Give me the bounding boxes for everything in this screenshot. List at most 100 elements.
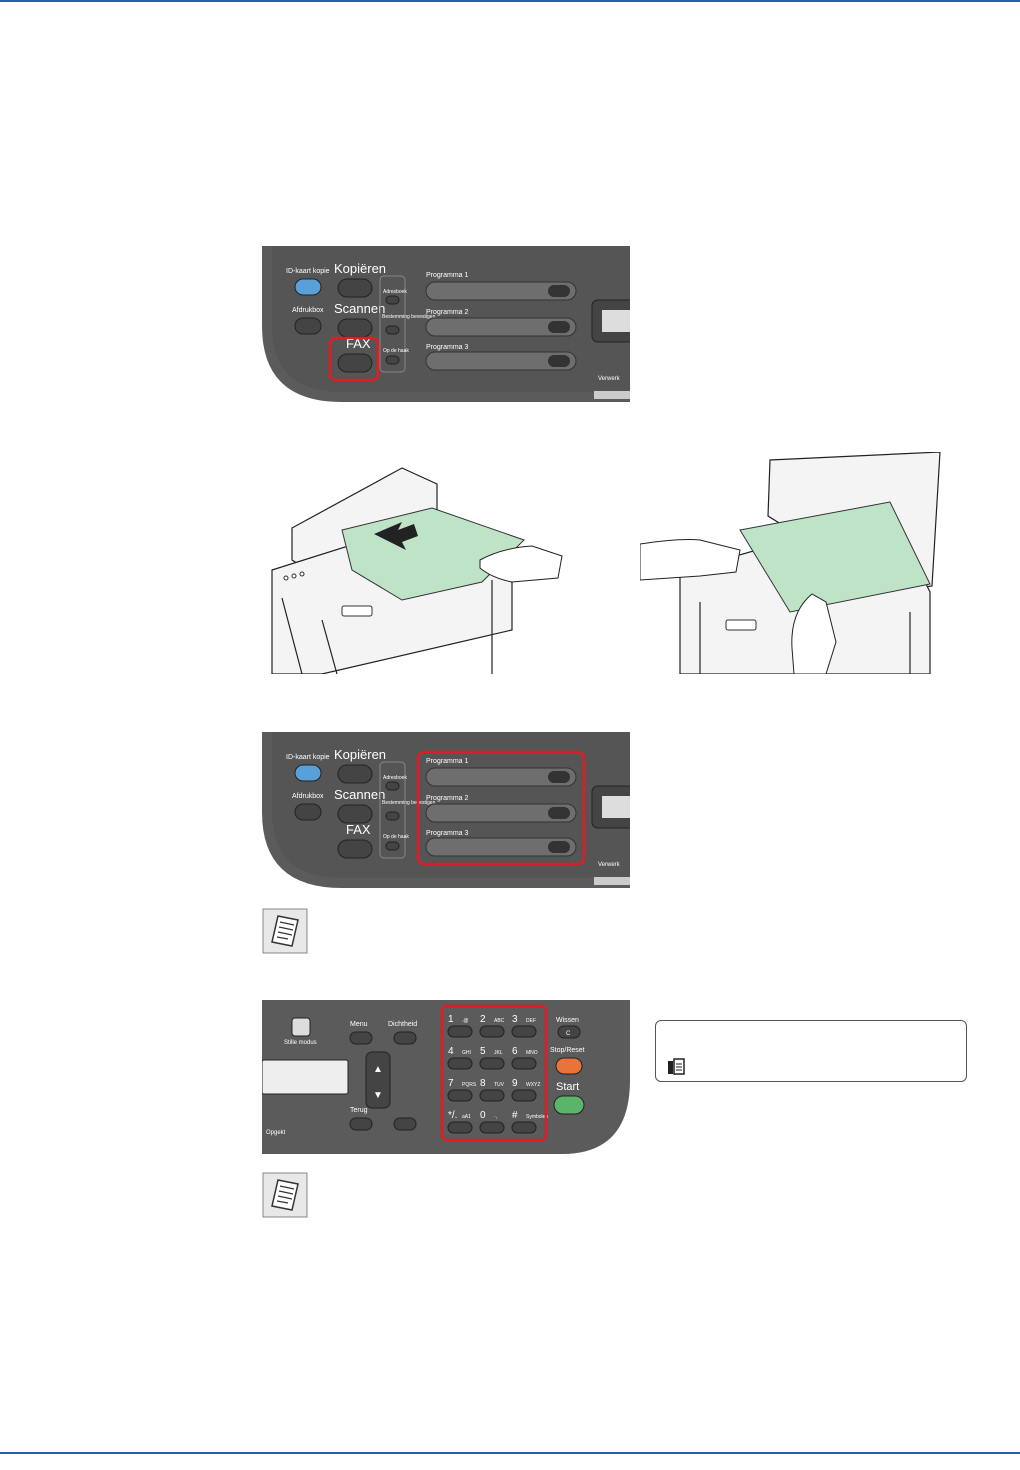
- key-digit-9: */.: [448, 1110, 457, 1121]
- menu-button[interactable]: [349, 1031, 373, 1045]
- program-3-label-2: Programma 3: [426, 830, 469, 837]
- program-2-button[interactable]: [548, 321, 570, 333]
- address-book-button[interactable]: [385, 295, 400, 305]
- left-hand: [640, 539, 741, 581]
- address-book-label-2: Adresboek: [383, 775, 407, 781]
- bottom-rule: [0, 1452, 1020, 1454]
- program-1-button-2[interactable]: [548, 771, 570, 783]
- fax-icon: [668, 1058, 685, 1075]
- on-hook-label: Op de haak: [383, 348, 409, 354]
- id-card-copy-button[interactable]: [294, 278, 322, 296]
- clear-button[interactable]: [557, 1025, 581, 1039]
- silent-mode-button[interactable]: [291, 1017, 311, 1037]
- key-letters-5: MNO: [526, 1050, 538, 1056]
- fax-label-2: FAX: [346, 822, 371, 837]
- id-card-copy-button-2[interactable]: [294, 764, 322, 782]
- arrow-up-icon[interactable]: ▲: [373, 1064, 383, 1075]
- keypad-lcd: [262, 1059, 349, 1095]
- program-2-strip[interactable]: [425, 317, 577, 337]
- key-digit-10: 0: [480, 1110, 486, 1121]
- key-letters-2: DEF: [526, 1018, 536, 1024]
- scan-label: Scannen: [334, 301, 385, 316]
- on-hook-label-2: Op de haak: [383, 834, 409, 840]
- copy-button[interactable]: [337, 278, 373, 298]
- keypad-key-8[interactable]: [511, 1089, 537, 1102]
- print-box-label: Afdrukbox: [292, 307, 324, 314]
- program-3-button[interactable]: [548, 355, 570, 367]
- key-letters-11: Symbolen: [526, 1114, 548, 1120]
- keypad-key-3[interactable]: [447, 1057, 473, 1070]
- feed-arrow: [374, 522, 418, 550]
- platen-illustration: [640, 452, 960, 674]
- arrow-keys[interactable]: [365, 1051, 391, 1109]
- address-book-label: Adresboek: [383, 289, 407, 295]
- lcd-screen-2: [602, 796, 630, 818]
- copy-label-2: Kopiëren: [334, 747, 386, 762]
- print-box-button-2[interactable]: [294, 803, 322, 821]
- scan-label-2: Scannen: [334, 787, 385, 802]
- original-on-glass: [739, 501, 931, 613]
- density-button[interactable]: [393, 1031, 417, 1045]
- keypad-key-2[interactable]: [511, 1025, 537, 1038]
- keypad-key-6[interactable]: [447, 1089, 473, 1102]
- back-button[interactable]: [349, 1117, 373, 1131]
- key-digit-6: 7: [448, 1078, 454, 1089]
- process-label-2: Verwerk: [598, 862, 621, 868]
- address-book-button-2[interactable]: [385, 781, 400, 791]
- scan-button[interactable]: [337, 318, 373, 338]
- key-letters-6: PQRS: [462, 1082, 477, 1088]
- confirm-label-2: Bestemming bevestigen: [382, 800, 436, 806]
- keypad-key-11[interactable]: [511, 1121, 537, 1134]
- copy-button-2[interactable]: [337, 764, 373, 784]
- keypad-key-10[interactable]: [479, 1121, 505, 1134]
- arrow-down-icon[interactable]: ▼: [373, 1090, 383, 1101]
- program-1-strip-2[interactable]: [425, 767, 577, 787]
- program-1-label: Programma 1: [426, 272, 469, 279]
- back-label: Terug: [350, 1107, 368, 1114]
- confirm-button[interactable]: [385, 325, 400, 335]
- stop-reset-button[interactable]: [555, 1057, 583, 1075]
- program-1-strip[interactable]: [425, 281, 577, 301]
- keypad-key-4[interactable]: [479, 1057, 505, 1070]
- program-3-label: Programma 3: [426, 344, 469, 351]
- confirm-button-2[interactable]: [385, 811, 400, 821]
- keypad-highlight: [440, 1004, 548, 1142]
- key-letters-3: GHI: [462, 1050, 471, 1056]
- print-box-button[interactable]: [294, 317, 322, 335]
- fax-button-2[interactable]: [337, 839, 373, 859]
- programs-highlight: [416, 750, 586, 866]
- key-letters-0: .@: [462, 1018, 468, 1024]
- program-2-label-2: Programma 2: [426, 795, 469, 802]
- key-digit-4: 5: [480, 1046, 486, 1057]
- clear-key-label: C: [566, 1031, 571, 1037]
- key-digit-2: 3: [512, 1014, 518, 1025]
- program-1-button[interactable]: [548, 285, 570, 297]
- program-3-strip[interactable]: [425, 351, 577, 371]
- keypad-key-1[interactable]: [479, 1025, 505, 1038]
- keypad-key-9[interactable]: [447, 1121, 473, 1134]
- keypad-key-0[interactable]: [447, 1025, 473, 1038]
- keypad-key-7[interactable]: [479, 1089, 505, 1102]
- start-button[interactable]: [553, 1095, 585, 1115]
- key-letters-7: TUV: [494, 1082, 505, 1088]
- key-letters-9: aA1: [462, 1114, 471, 1120]
- top-rule: [0, 0, 1020, 2]
- program-3-button-2[interactable]: [548, 841, 570, 853]
- adf-illustration: [262, 460, 592, 674]
- process-label: Verwerk: [598, 376, 621, 382]
- program-2-strip-2[interactable]: [425, 803, 577, 823]
- copy-label: Kopiëren: [334, 261, 386, 276]
- adf-panel-display: [341, 605, 373, 617]
- scan-button-2[interactable]: [337, 804, 373, 824]
- program-2-button-2[interactable]: [548, 807, 570, 819]
- keypad-key-5[interactable]: [511, 1057, 537, 1070]
- fax-highlight: [328, 336, 380, 382]
- note-icon-2: [262, 1172, 308, 1218]
- program-2-label: Programma 2: [426, 309, 469, 316]
- on-hook-button-2[interactable]: [385, 841, 400, 851]
- key-digit-3: 4: [448, 1046, 454, 1057]
- on-hook-button[interactable]: [385, 355, 400, 365]
- fax-button[interactable]: [337, 353, 373, 373]
- ok-button[interactable]: [393, 1117, 417, 1131]
- program-3-strip-2[interactable]: [425, 837, 577, 857]
